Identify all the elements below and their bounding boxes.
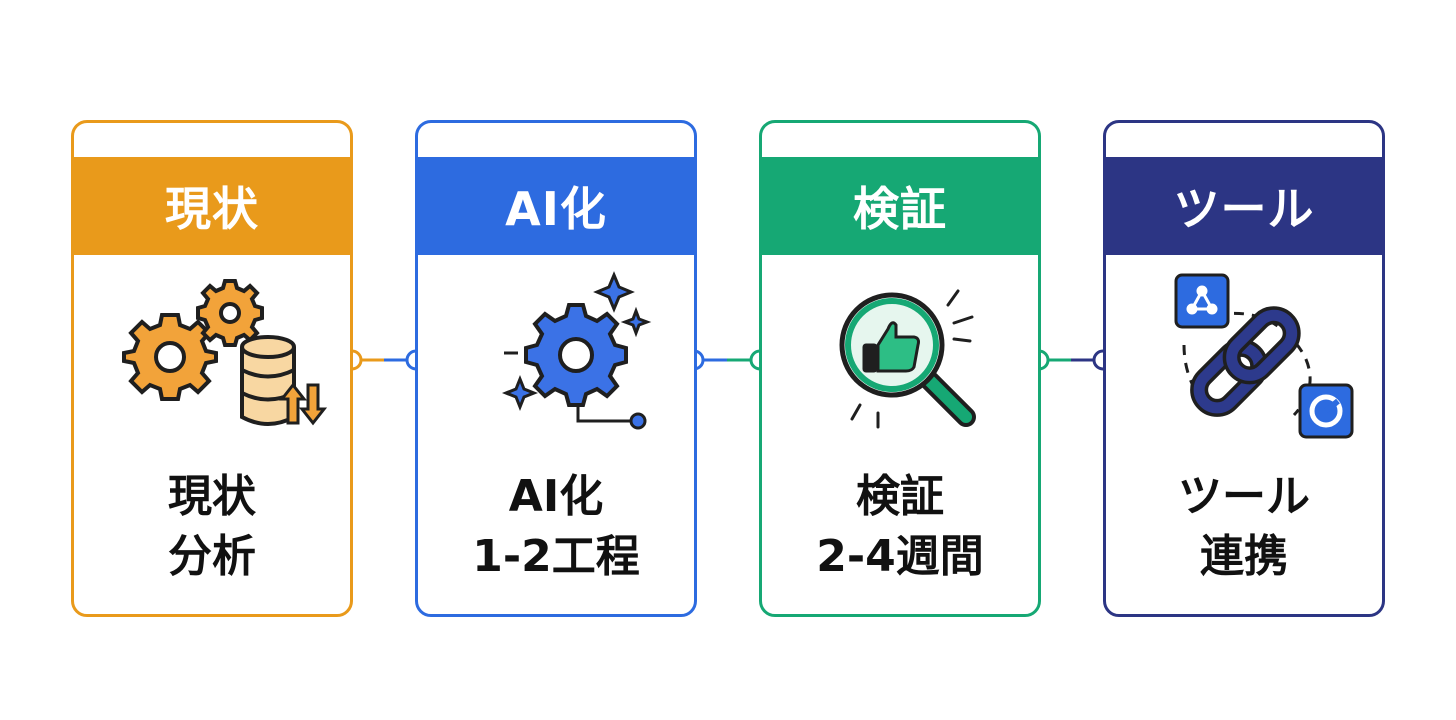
connector-1-2 — [341, 349, 427, 371]
step-label-line2: 1-2工程 — [472, 531, 640, 582]
step-card-label: 検証 2-4週間 — [762, 467, 1038, 587]
step-card-label: 現状 分析 — [74, 467, 350, 587]
step-card-4: ツール — [1103, 120, 1385, 617]
step-label-line2: 分析 — [168, 531, 256, 582]
step-card-title: ツール — [1173, 182, 1315, 236]
step-card-title: AI化 — [505, 182, 607, 236]
step-card-header: AI化 — [418, 157, 694, 255]
step-card-header: 検証 — [762, 157, 1038, 255]
connector-3-4 — [1028, 349, 1114, 371]
step-label-line1: AI化 — [508, 471, 604, 522]
step-label-line2: 連携 — [1200, 531, 1288, 582]
step-card-title: 現状 — [165, 182, 259, 236]
magnifier-thumbs-up-icon — [762, 275, 1038, 445]
step-card-label: AI化 1-2工程 — [418, 467, 694, 587]
step-label-line1: ツール — [1178, 471, 1310, 522]
chain-link-apps-icon — [1106, 273, 1382, 445]
step-card-3: 検証 検証 2-4週間 — [759, 120, 1041, 617]
step-label-line1: 検証 — [856, 471, 944, 522]
step-card-2: AI化 AI化 1-2工程 — [415, 120, 697, 617]
step-label-line1: 現状 — [168, 471, 256, 522]
step-card-header: ツール — [1106, 157, 1382, 255]
step-label-line2: 2-4週間 — [816, 531, 984, 582]
step-card-1: 現状 — [71, 120, 353, 617]
connector-2-3 — [683, 349, 771, 371]
gears-database-icon — [74, 275, 350, 445]
ai-gear-sparkle-icon — [418, 271, 694, 445]
step-card-header: 現状 — [74, 157, 350, 255]
step-card-label: ツール 連携 — [1106, 467, 1382, 587]
step-card-title: 検証 — [853, 182, 947, 236]
